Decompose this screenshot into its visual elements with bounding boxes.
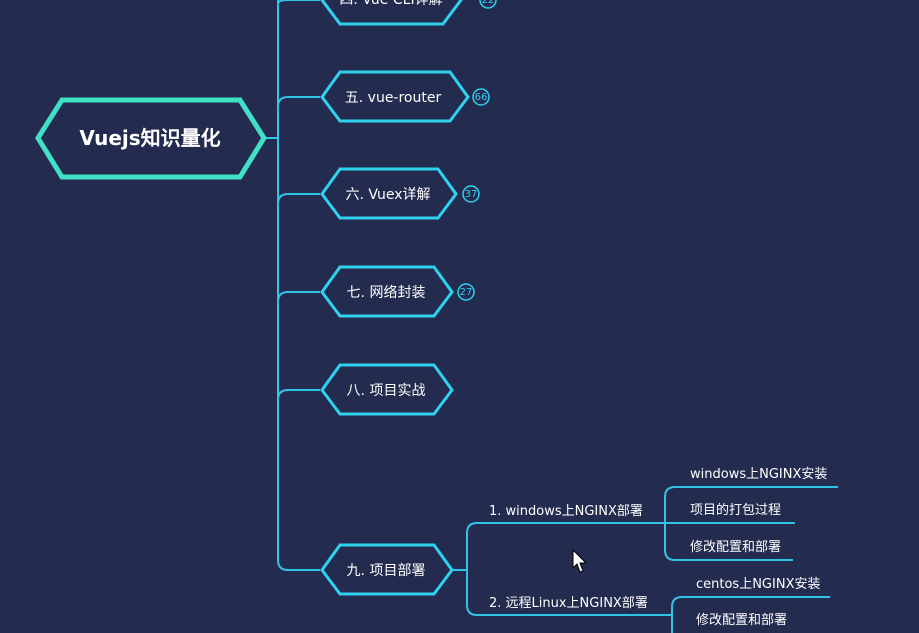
item-linux-config-deploy[interactable]: 修改配置和部署	[696, 613, 787, 628]
windows-items-connector-3	[664, 523, 793, 561]
branch-node-vue-router-shape	[320, 70, 470, 123]
badge-network-count: 27	[460, 287, 473, 298]
deploy-sub-connector-1	[466, 522, 665, 570]
root-node-label: Vuejs知识量化	[79, 126, 220, 150]
windows-items-connector	[664, 486, 838, 523]
connector-lines	[265, 0, 838, 633]
branch-node-vue-cli[interactable]: 四. Vue CLI详解 22	[320, 0, 497, 26]
branch-node-network-shape	[320, 265, 454, 318]
badge-vue-router-count: 66	[475, 92, 488, 103]
item-centos-nginx-install[interactable]: centos上NGINX安装	[696, 577, 820, 592]
trunk-line	[277, 0, 320, 571]
linux-items-connector	[671, 596, 830, 615]
branch-connector-8	[277, 389, 320, 401]
deploy-sub-connector-2	[466, 570, 672, 616]
badge-vue-cli-count: 22	[482, 0, 495, 6]
branch-node-vuex[interactable]: 六. Vuex详解 37	[320, 167, 480, 220]
branch-node-vuex-shape	[320, 167, 458, 220]
badge-vuex-count: 37	[465, 189, 478, 200]
subtopic-linux-deploy[interactable]: 2. 远程Linux上NGINX部署	[489, 596, 648, 611]
branch-connector-6	[277, 193, 320, 205]
branch-node-project-deploy-label: 九. 项目部署	[347, 563, 426, 579]
item-project-build[interactable]: 项目的打包过程	[690, 502, 781, 518]
badge-vue-cli	[479, 0, 497, 9]
branch-node-vue-cli-label: 四. Vue CLI详解	[339, 0, 442, 8]
branch-connector-7	[277, 291, 320, 303]
branch-node-network-label: 七. 网络封装	[347, 285, 426, 301]
item-windows-nginx-install[interactable]: windows上NGINX安装	[690, 467, 827, 482]
branch-node-network[interactable]: 七. 网络封装 27	[320, 265, 475, 318]
branch-node-vue-cli-shape	[320, 0, 463, 26]
branch-node-project-deploy[interactable]: 九. 项目部署	[320, 543, 454, 596]
branch-node-vuex-label: 六. Vuex详解	[345, 187, 430, 203]
badge-vue-router	[472, 88, 490, 106]
root-node[interactable]: Vuejs知识量化	[35, 97, 267, 180]
branch-node-project-practice-label: 八. 项目实战	[347, 383, 426, 399]
branch-node-vue-router-label: 五. vue-router	[345, 90, 442, 106]
branch-node-vue-router[interactable]: 五. vue-router 66	[320, 70, 490, 123]
badge-network	[457, 283, 475, 301]
branch-connector-5	[277, 96, 320, 108]
mouse-cursor-icon	[572, 548, 588, 573]
branch-node-project-practice-shape	[320, 363, 454, 416]
branch-node-project-practice[interactable]: 八. 项目实战	[320, 363, 454, 416]
subtopic-windows-deploy[interactable]: 1. windows上NGINX部署	[489, 504, 643, 519]
branch-node-project-deploy-shape	[320, 543, 454, 596]
root-node-shape	[35, 97, 267, 180]
item-windows-config-deploy[interactable]: 修改配置和部署	[690, 540, 781, 555]
badge-vuex	[462, 185, 480, 203]
branch-connector-4	[277, 0, 320, 5]
